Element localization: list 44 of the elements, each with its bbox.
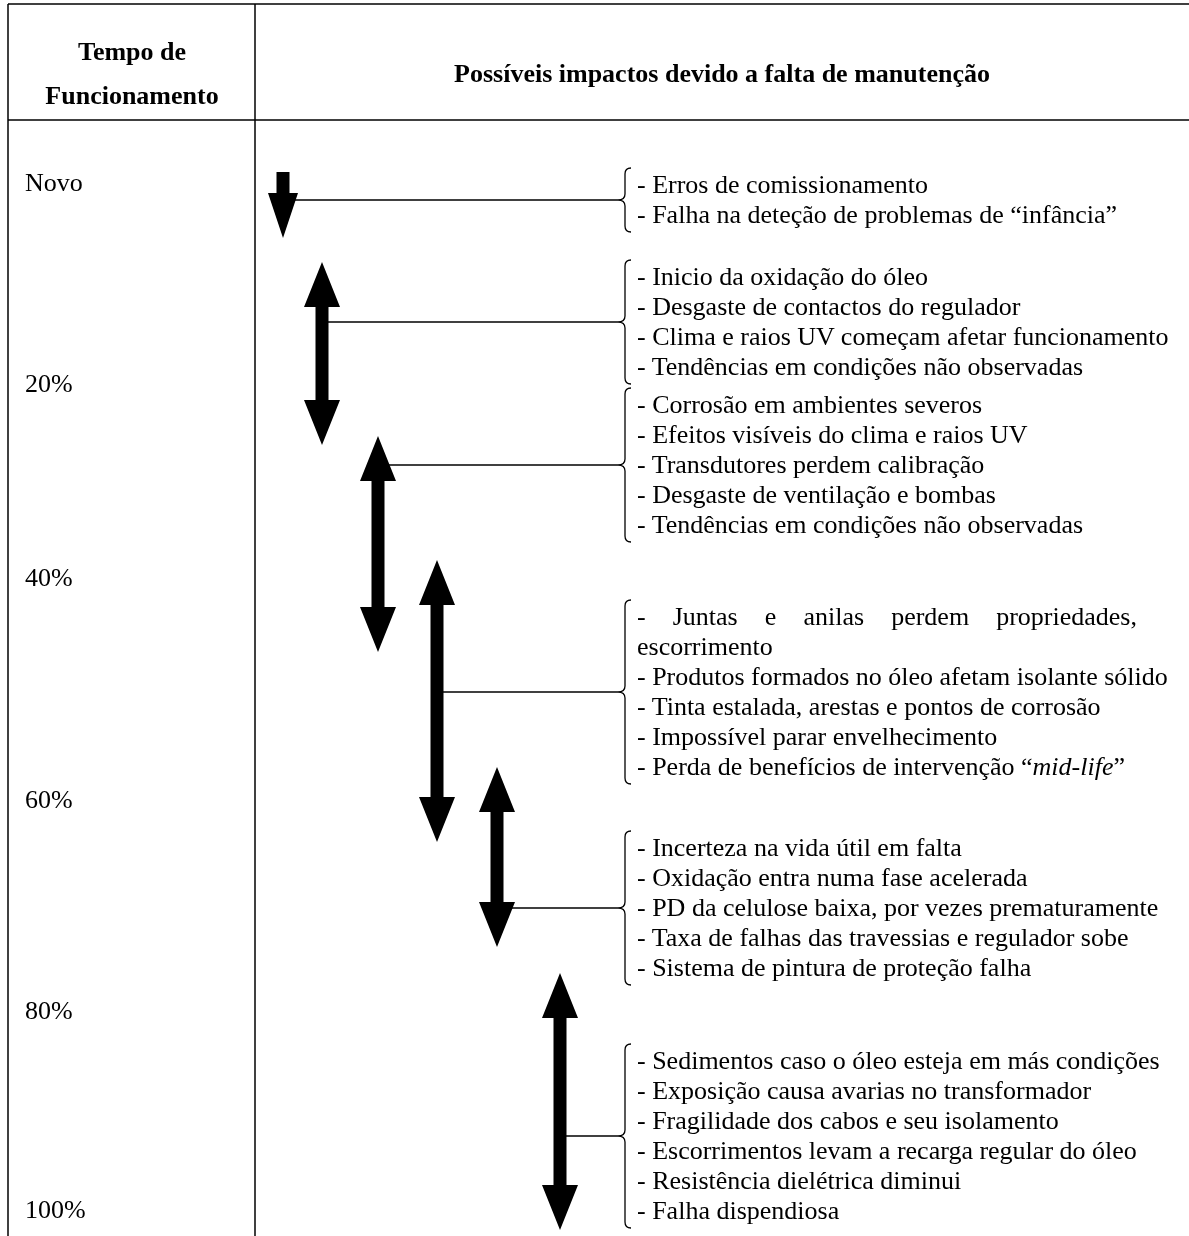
period-span-marker xyxy=(419,560,455,842)
list-item: - Desgaste de ventilação e bombas xyxy=(637,480,997,510)
leader-line xyxy=(327,321,619,323)
list-item: - Sedimentos caso o óleo esteja em más condições xyxy=(637,1046,1161,1076)
list-item: - Inicio da oxidação do óleo xyxy=(637,262,929,292)
list-item: - Tinta estalada, arestas e pontos de corrosão xyxy=(637,692,1102,722)
row-label: 20% xyxy=(25,368,73,400)
list-item: - Impossível parar envelhecimento xyxy=(637,722,999,752)
row-label: Novo xyxy=(25,167,83,199)
row-label: 100% xyxy=(25,1194,86,1226)
list-item: - Juntas e anilas perdem propriedades, escorrimento xyxy=(637,602,1137,662)
list-item: - Falha na deteção de problemas de “infância” xyxy=(637,200,1119,230)
row-label: 60% xyxy=(25,784,73,816)
list-item: - Erros de comissionamento xyxy=(637,170,929,200)
list-item: - Perda de benefícios de intervenção “mid-life” xyxy=(637,752,1126,782)
list-item: - Taxa de falhas das travessias e regulador sobe xyxy=(637,923,1130,953)
period-start-marker xyxy=(268,172,298,238)
list-item: - Tendências em condições não observadas xyxy=(637,510,1085,540)
list-item: - Exposição causa avarias no transformador xyxy=(637,1076,1093,1106)
period-span-marker xyxy=(304,262,340,445)
list-item: - Incerteza na vida útil em falta xyxy=(637,833,963,863)
list-item: - Sistema de pintura de proteção falha xyxy=(637,953,1033,983)
period-span-marker xyxy=(479,767,515,947)
list-item: - Corrosão em ambientes severos xyxy=(637,390,984,420)
list-item: - Efeitos visíveis do clima e raios UV xyxy=(637,420,1029,450)
list-item: - Resistência dielétrica diminui xyxy=(637,1166,963,1196)
period-span-marker xyxy=(360,436,396,652)
list-item: - Oxidação entra numa fase acelerada xyxy=(637,863,1029,893)
list-item: - Falha dispendiosa xyxy=(637,1196,841,1226)
list-item: - Escorrimentos levam a recarga regular do óleo xyxy=(637,1136,1138,1166)
list-item: - Tendências em condições não observadas xyxy=(637,352,1085,382)
list-item: - PD da celulose baixa, por vezes prematuramente xyxy=(637,893,1160,923)
list-item: - Fragilidade dos cabos e seu isolamento xyxy=(637,1106,1060,1136)
list-item: - Desgaste de contactos do regulador xyxy=(637,292,1022,322)
period-span-marker xyxy=(542,973,578,1230)
leader-line xyxy=(442,691,619,693)
list-item: - Produtos formados no óleo afetam isolante sólido xyxy=(637,662,1169,692)
row-label: 80% xyxy=(25,995,73,1027)
column-header: Possíveis impactos devido a falta de manutenção xyxy=(453,58,991,90)
row-label: 40% xyxy=(25,562,73,594)
leader-line xyxy=(565,1135,619,1137)
list-item: - Transdutores perdem calibração xyxy=(637,450,986,480)
list-item: - Clima e raios UV começam afetar funcionamento xyxy=(637,322,1170,352)
column-header: Tempo de Funcionamento xyxy=(44,36,220,112)
